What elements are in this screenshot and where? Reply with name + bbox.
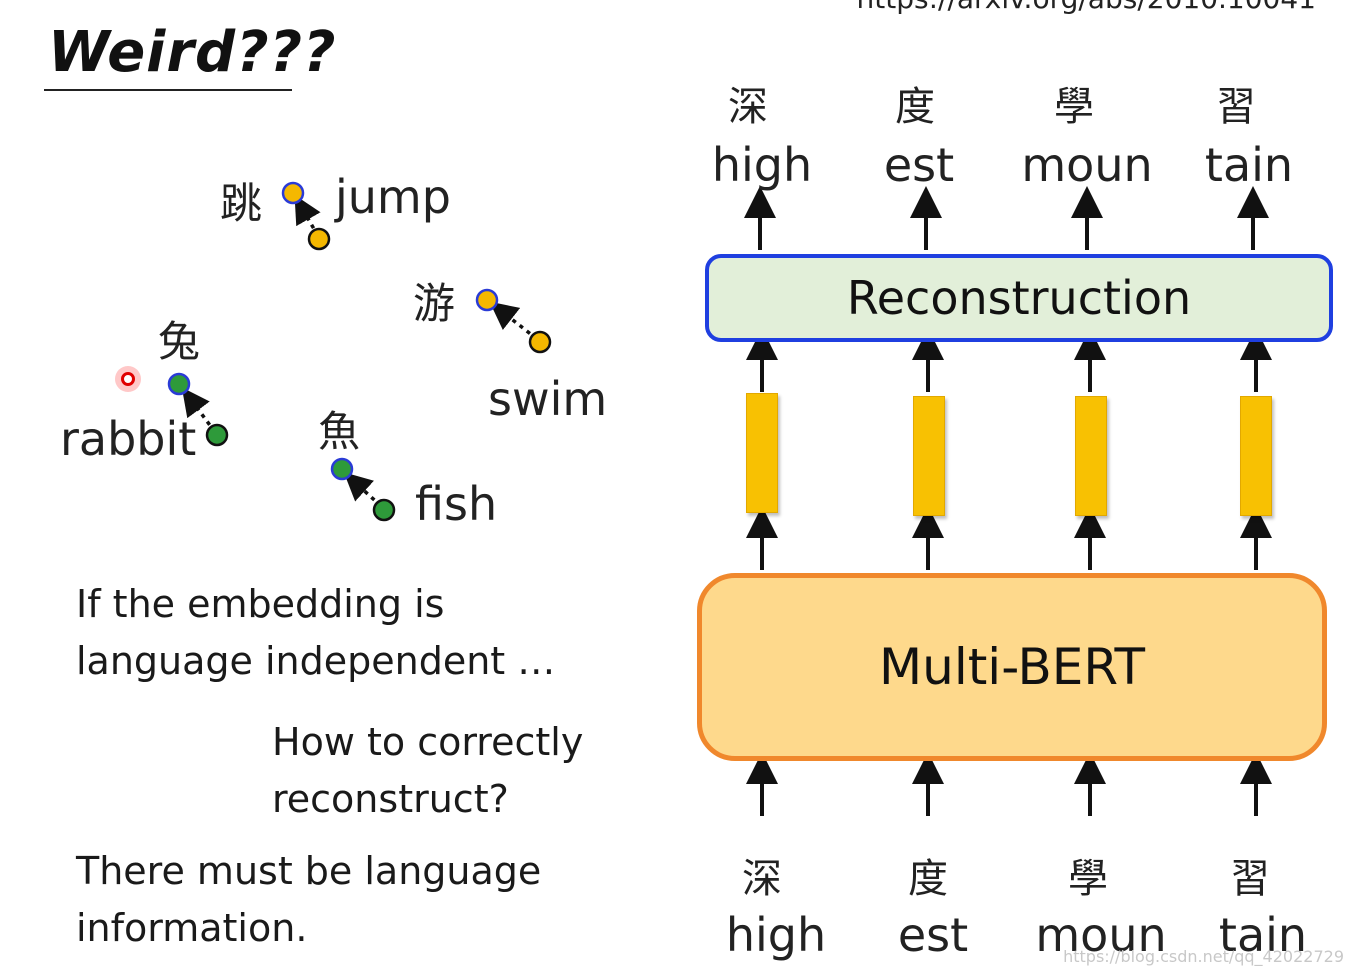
multi-bert-box: Multi-BERT	[697, 573, 1327, 761]
reconstruction-box: Reconstruction	[705, 254, 1333, 342]
output-token-zh: 度	[895, 84, 935, 130]
rabbit-en-label: rabbit	[60, 412, 197, 466]
fish-zh-label: 魚	[318, 407, 361, 456]
input-token-en: moun	[1035, 908, 1167, 962]
output-arrows	[744, 186, 1269, 250]
input-token-zh: 深	[742, 856, 782, 902]
rabbit-shifted-point	[167, 372, 191, 396]
jump-zh-label: 跳	[220, 179, 263, 228]
input-token-zh: 度	[908, 856, 948, 902]
paragraph-reconstruct-question: How to correctly reconstruct?	[272, 720, 584, 821]
input-token-en: tain	[1218, 908, 1308, 962]
bert-to-vector-arrows	[746, 506, 1272, 570]
fish-shifted-point	[330, 457, 354, 481]
jump-shift-arrow	[294, 194, 321, 237]
rabbit-zh-label: 兔	[158, 317, 201, 366]
watermark: https://blog.csdn.net/qq_42022729	[1063, 947, 1344, 966]
output-token-zh: 深	[728, 84, 768, 130]
vector-to-recon-arrows	[746, 328, 1272, 392]
reconstruction-label: Reconstruction	[846, 271, 1192, 325]
output-token-en: high	[711, 138, 813, 192]
embedding-vector	[1240, 396, 1272, 516]
jump-shifted-point	[281, 181, 305, 205]
laser-pointer-dot	[121, 372, 135, 386]
input-token-zh: 習	[1230, 856, 1270, 902]
swim-shift-arrow	[489, 301, 539, 341]
input-token-en: est	[897, 908, 969, 962]
input-token-en: high	[725, 908, 827, 962]
swim-en-label: swim	[488, 372, 608, 426]
jump-en-label: jump	[335, 170, 451, 224]
input-arrows	[746, 752, 1272, 816]
embedding-vector	[1075, 396, 1107, 516]
swim-zh-point	[528, 330, 552, 354]
output-token-en: est	[883, 138, 955, 192]
fish-en-point	[372, 498, 396, 522]
output-token-zh: 學	[1054, 84, 1094, 130]
multi-bert-label: Multi-BERT	[878, 638, 1145, 696]
output-token-en: tain	[1204, 138, 1294, 192]
paragraph-language-independent: If the embedding is language independent…	[76, 582, 556, 683]
fish-shift-arrow	[343, 472, 383, 508]
output-token-zh: 習	[1216, 84, 1256, 130]
jump-zh-point	[307, 227, 331, 251]
swim-shifted-point	[475, 288, 499, 312]
paragraph-language-information: There must be language information.	[76, 849, 542, 950]
title-underline	[44, 89, 292, 91]
source-url: https://arxiv.org/abs/2010.10041	[857, 0, 1316, 15]
input-token-zh: 學	[1068, 856, 1108, 902]
output-token-en: moun	[1021, 138, 1153, 192]
slide-title: Weird???	[48, 20, 337, 85]
embedding-vector	[746, 393, 778, 513]
embedding-vector	[913, 396, 945, 516]
rabbit-en-point	[205, 423, 229, 447]
swim-zh-label: 游	[413, 279, 456, 328]
fish-en-label: fish	[415, 477, 498, 531]
